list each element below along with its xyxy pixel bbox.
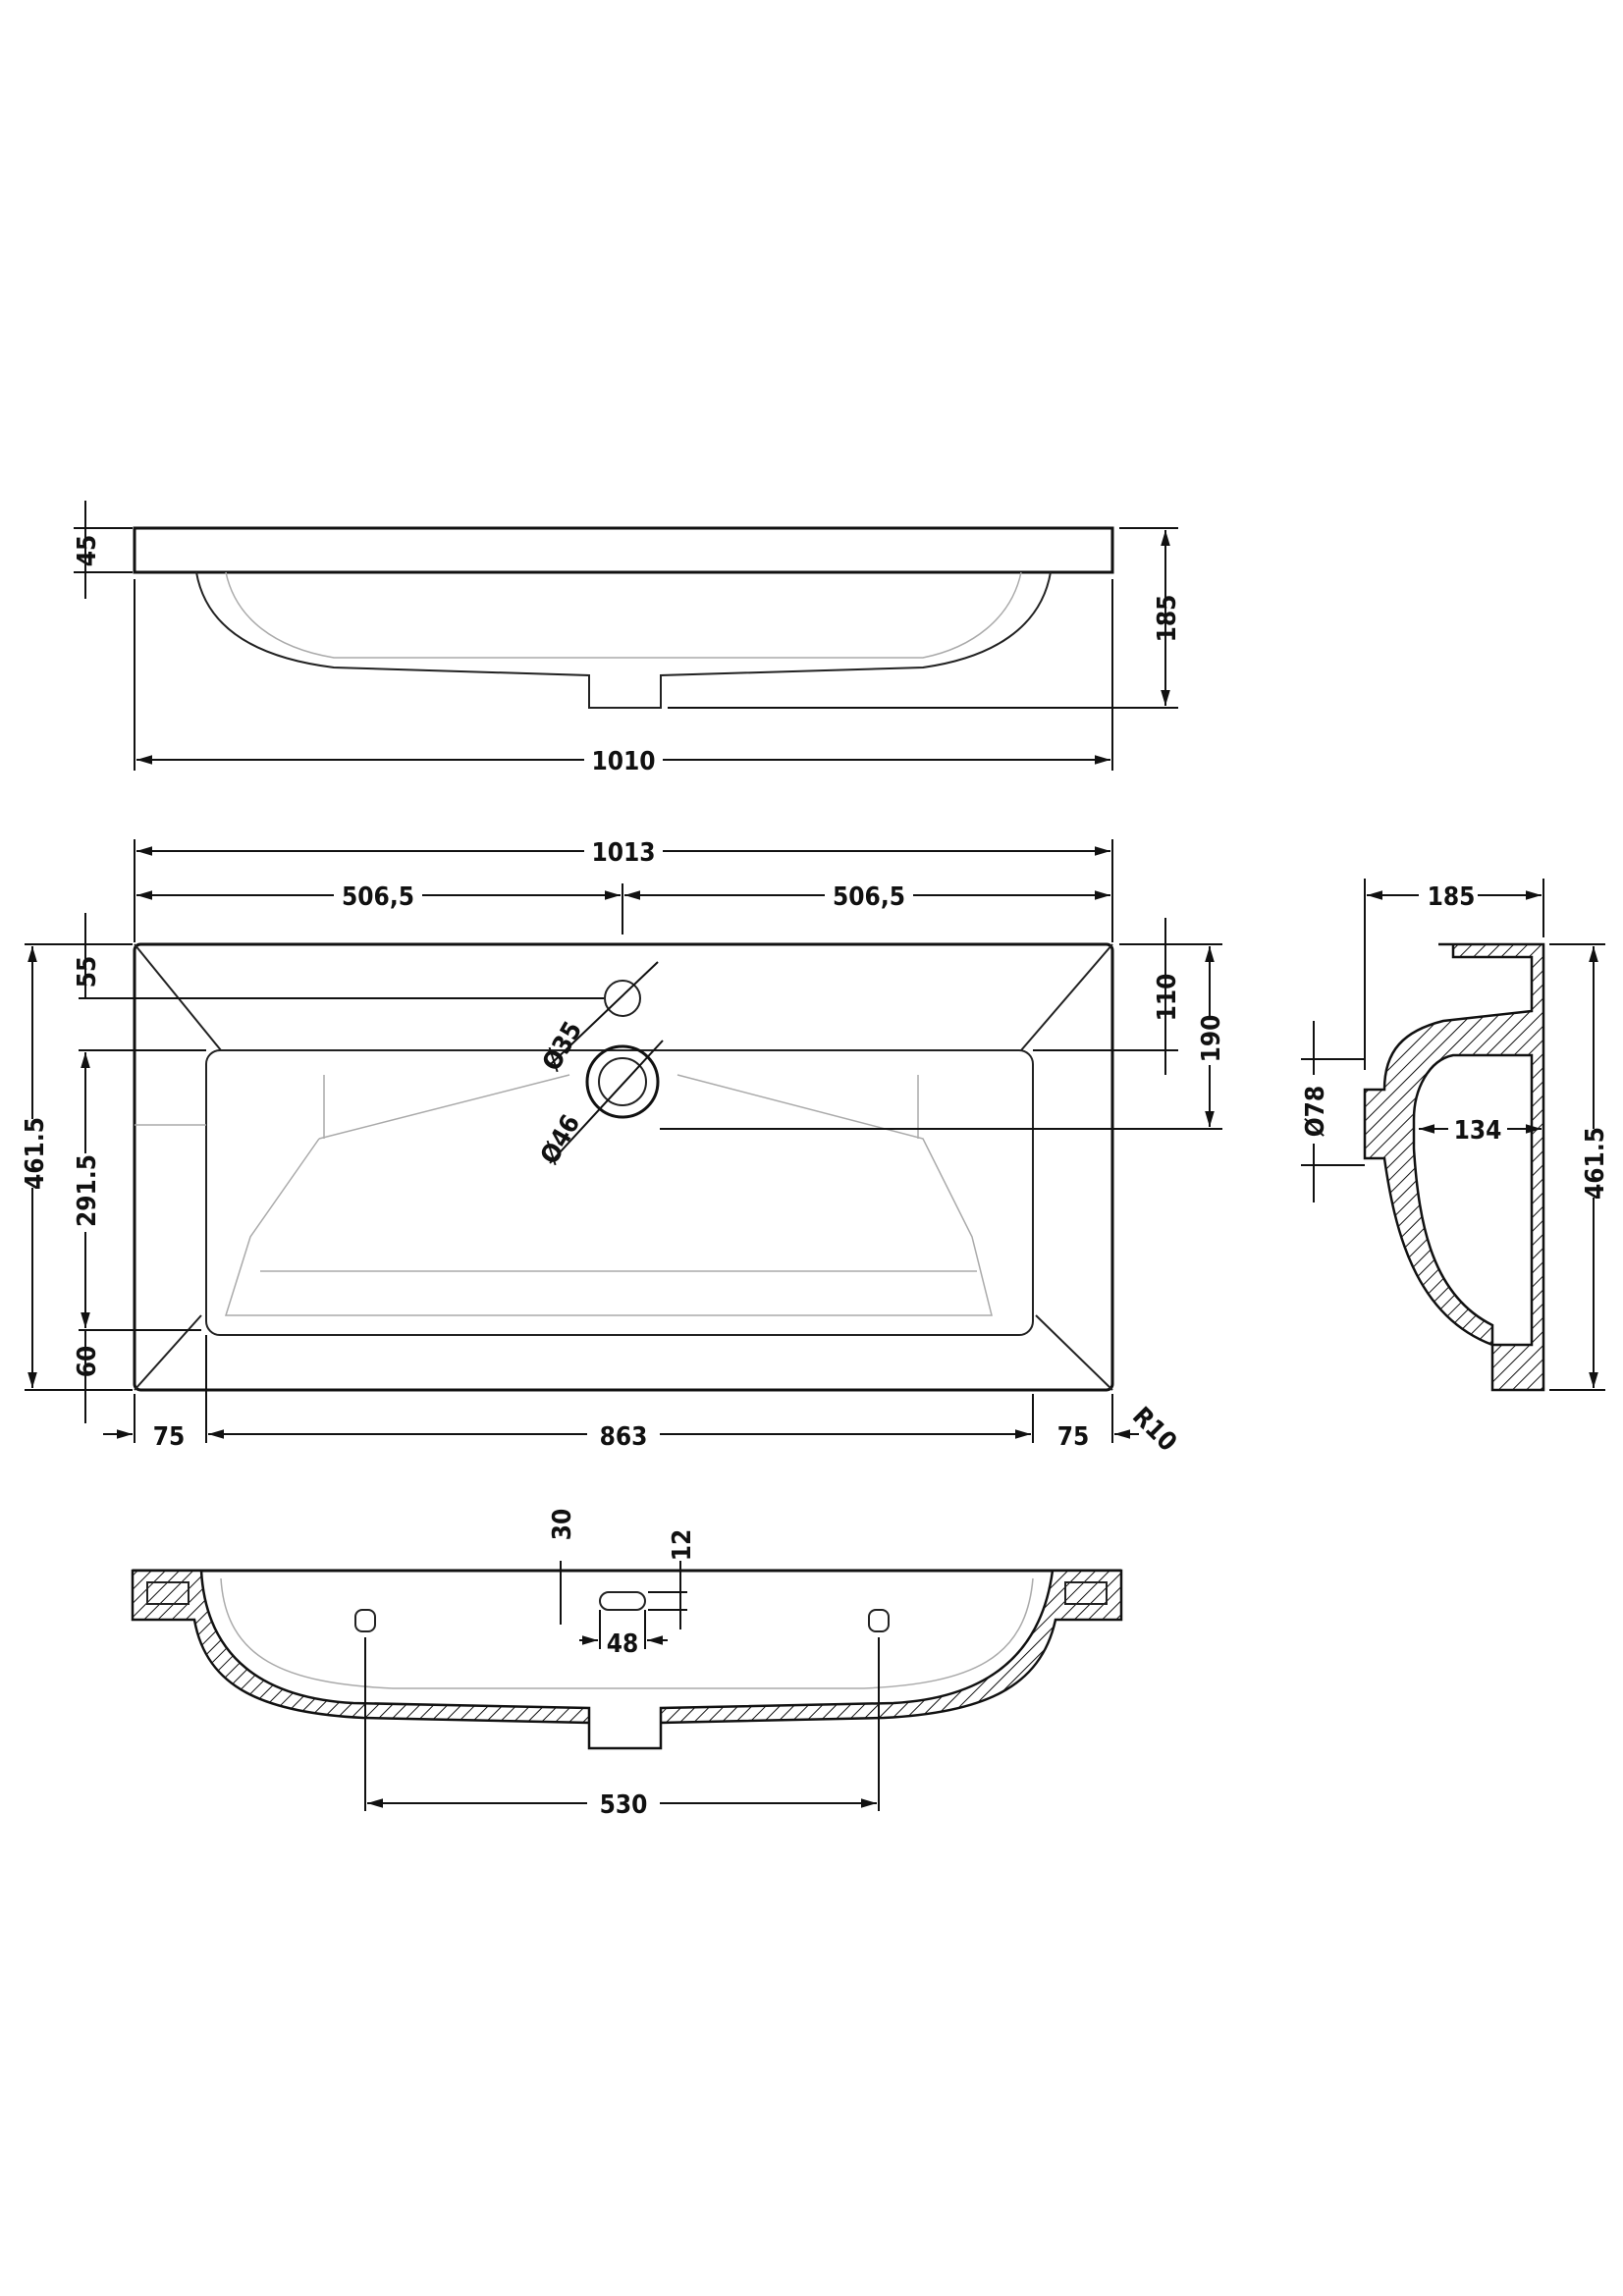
dim-slot-width: 48 — [607, 1629, 639, 1659]
dim-overflow-offset: 134 — [1454, 1116, 1502, 1146]
dim-waste-offset: 190 — [1197, 1015, 1226, 1063]
dim-width-1013: 1013 — [591, 838, 655, 868]
front-section-view: 30 12 48 530 — [131, 1509, 1123, 1820]
dim-half-left: 506,5 — [342, 882, 414, 912]
plan-view: Ø35 Ø46 1013 506,5 506,5 461.5 55 291.5 … — [18, 834, 1226, 1458]
dim-side-depth: 185 — [1428, 882, 1476, 912]
dim-slot-position: 30 — [548, 1509, 577, 1541]
top-elevation-view: 45 185 1010 — [73, 501, 1182, 776]
dim-fixing-spacing: 530 — [600, 1790, 648, 1820]
dim-corner-radius: R10 — [1126, 1402, 1182, 1458]
dim-bowl-top-offset: 110 — [1153, 974, 1182, 1022]
dim-slot-height: 12 — [668, 1529, 697, 1562]
dim-front-margin: 60 — [73, 1346, 102, 1378]
dim-left-margin: 75 — [153, 1422, 186, 1452]
dim-width-1010: 1010 — [591, 747, 655, 776]
dim-side-length: 461.5 — [1581, 1127, 1610, 1200]
dim-tap-hole-offset: 55 — [73, 956, 102, 988]
dim-tap-hole-dia: Ø35 — [537, 1017, 588, 1076]
dim-half-right: 506,5 — [833, 882, 905, 912]
dim-right-margin: 75 — [1057, 1422, 1090, 1452]
dim-depth-total: 461.5 — [21, 1117, 50, 1190]
side-section-view: 185 461.5 134 Ø78 — [1299, 879, 1610, 1392]
dim-bowl-width: 863 — [600, 1422, 648, 1452]
dim-rim-height: 45 — [73, 535, 102, 567]
dim-bowl-depth: 291.5 — [73, 1154, 102, 1227]
dim-overflow-dia: Ø78 — [1301, 1086, 1330, 1137]
dim-waste-dia: Ø46 — [535, 1110, 586, 1169]
dim-total-height: 185 — [1153, 595, 1182, 643]
